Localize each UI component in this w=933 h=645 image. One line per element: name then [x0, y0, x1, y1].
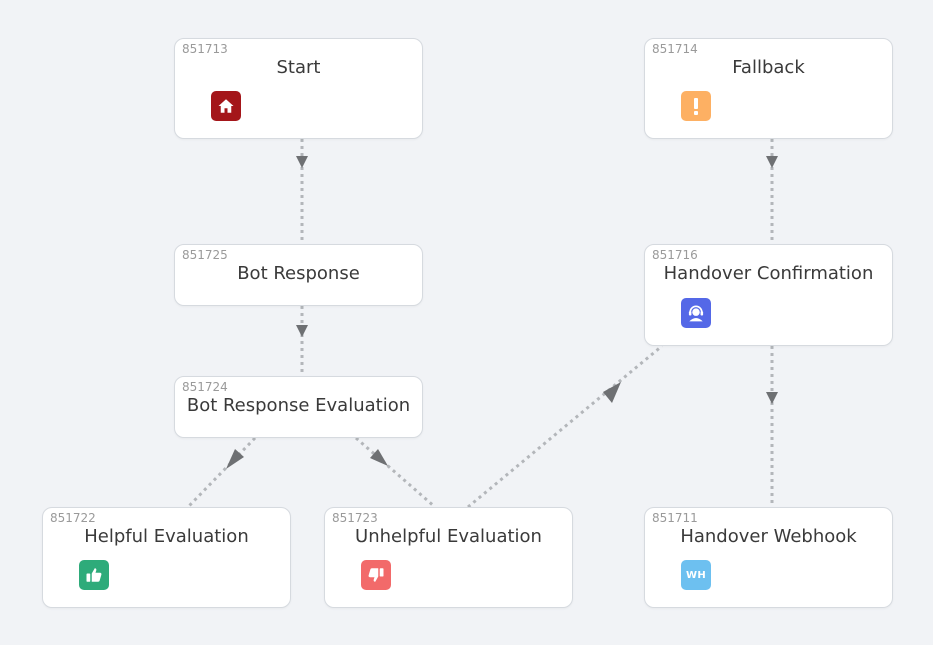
exclamation-icon	[681, 91, 711, 121]
node-title: Handover Webhook	[680, 526, 857, 547]
node-title: Handover Confirmation	[663, 263, 874, 284]
edge-unhelpful-to-handover-confirmation	[467, 344, 663, 509]
node-bot-response-evaluation[interactable]: 851724 Bot Response Evaluation	[174, 376, 423, 438]
node-id: 851722	[50, 511, 96, 525]
edge-bot-response-to-evaluation	[296, 306, 308, 376]
node-fallback[interactable]: 851714 Fallback	[644, 38, 893, 139]
edge-evaluation-to-unhelpful	[355, 436, 436, 509]
node-handover-webhook[interactable]: 851711 Handover Webhook WH	[644, 507, 893, 608]
webhook-icon: WH	[681, 560, 711, 590]
node-id: 851725	[182, 248, 228, 262]
node-title: Fallback	[732, 57, 805, 78]
webhook-icon-label: WH	[686, 569, 706, 581]
node-title: Bot Response Evaluation	[186, 395, 411, 416]
node-id: 851723	[332, 511, 378, 525]
node-id: 851711	[652, 511, 698, 525]
node-helpful-evaluation[interactable]: 851722 Helpful Evaluation	[42, 507, 291, 608]
thumbs-down-icon	[361, 560, 391, 590]
node-title: Start	[276, 57, 321, 78]
node-unhelpful-evaluation[interactable]: 851723 Unhelpful Evaluation	[324, 507, 573, 608]
node-title: Unhelpful Evaluation	[355, 526, 542, 547]
support-agent-icon	[681, 298, 711, 328]
home-icon	[211, 91, 241, 121]
edge-evaluation-to-helpful	[186, 436, 257, 509]
node-id: 851716	[652, 248, 698, 262]
edge-start-to-bot-response	[296, 139, 308, 244]
node-id: 851724	[182, 380, 228, 394]
edge-fallback-to-handover-confirmation	[766, 139, 778, 244]
node-handover-confirmation[interactable]: 851716 Handover Confirmation	[644, 244, 893, 346]
node-title: Helpful Evaluation	[84, 526, 249, 547]
node-bot-response[interactable]: 851725 Bot Response	[174, 244, 423, 306]
node-title: Bot Response	[237, 263, 360, 284]
node-id: 851713	[182, 42, 228, 56]
thumbs-up-icon	[79, 560, 109, 590]
node-start[interactable]: 851713 Start	[174, 38, 423, 139]
node-id: 851714	[652, 42, 698, 56]
edge-handover-confirmation-to-webhook	[766, 346, 778, 507]
